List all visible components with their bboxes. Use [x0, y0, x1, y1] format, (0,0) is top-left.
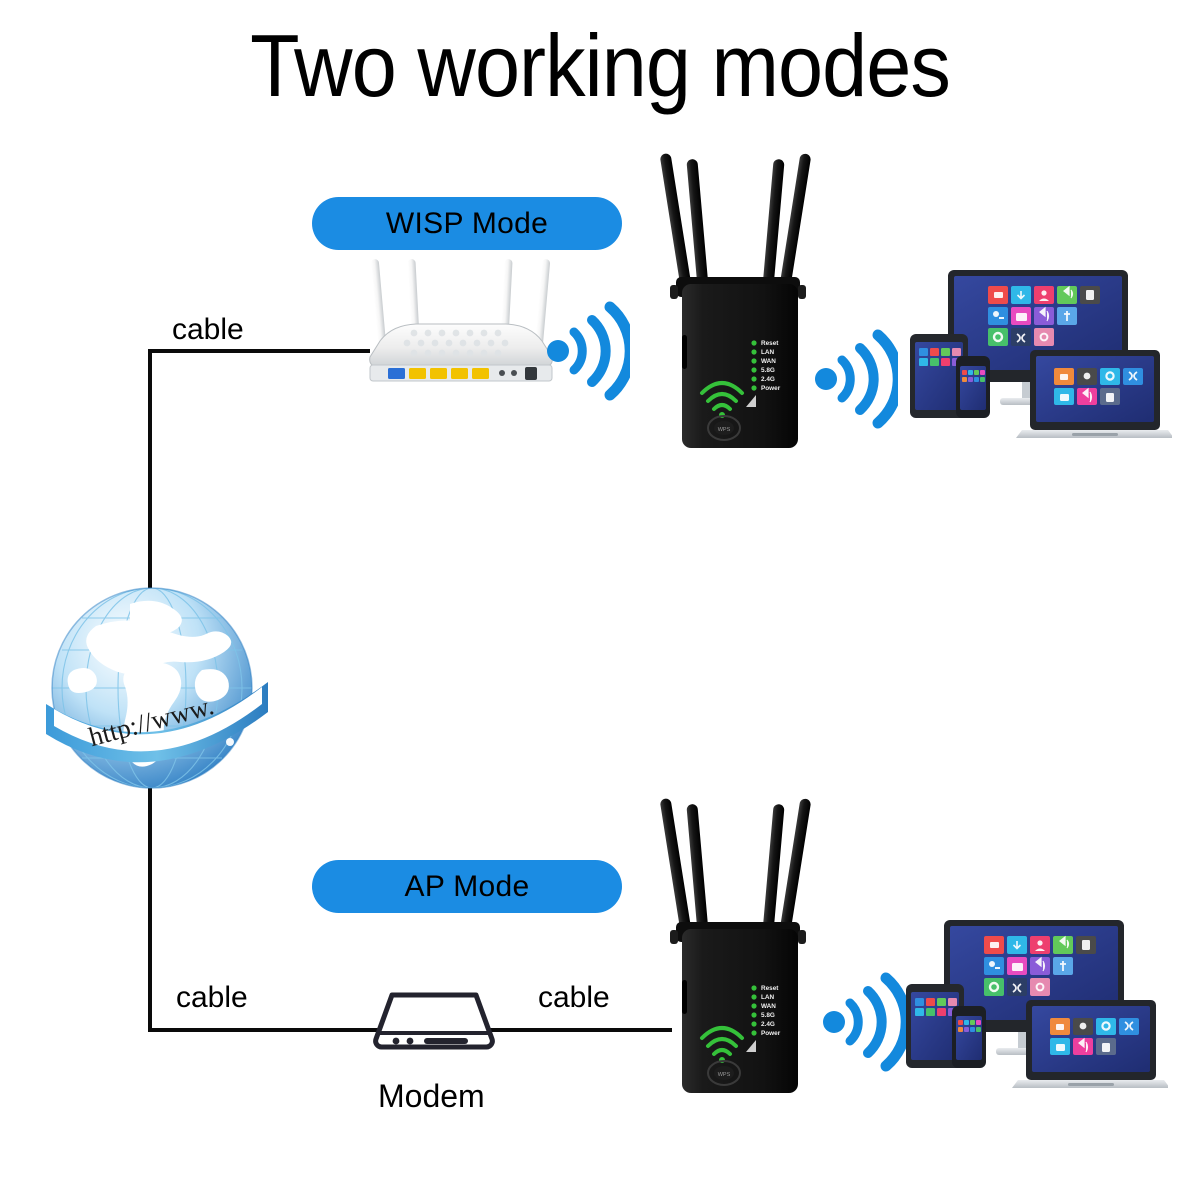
cable-label-ap-left: cable	[176, 981, 248, 1014]
extender-wps-button: WPS	[707, 1060, 741, 1086]
router-ports	[388, 367, 537, 380]
extender-antennas	[660, 153, 811, 289]
badge-wisp-mode-label: WISP Mode	[385, 206, 549, 240]
extender-wps-button: WPS	[707, 415, 741, 441]
wifi-router-icon	[369, 259, 553, 382]
svg-text:Reset: Reset	[761, 340, 779, 347]
cable-label-ap-right: cable	[538, 981, 610, 1014]
svg-text:2.4G: 2.4G	[761, 376, 775, 383]
cable-line-top	[148, 349, 370, 353]
badge-ap-mode[interactable]: AP Mode	[312, 860, 622, 913]
extender-antennas	[660, 798, 811, 934]
extender-led-panel: Reset LAN WAN 5.8G 2.4G Power	[751, 340, 781, 392]
svg-text:LAN: LAN	[761, 349, 775, 356]
svg-text:WPS: WPS	[718, 427, 731, 433]
modem-icon	[373, 992, 495, 1050]
modem-label: Modem	[378, 1078, 485, 1114]
svg-text:Reset: Reset	[761, 985, 779, 992]
device-cluster-ap	[906, 920, 1168, 1088]
svg-text:WPS: WPS	[718, 1072, 731, 1078]
extender-led-panel: Reset LAN WAN 5.8G 2.4G Power	[751, 985, 781, 1037]
svg-text:LAN: LAN	[761, 994, 775, 1001]
smartphone	[952, 1006, 986, 1068]
svg-text:2.4G: 2.4G	[761, 1021, 775, 1028]
wifi-extender-ap: Reset LAN WAN 5.8G 2.4G Power WPS	[660, 798, 811, 1093]
laptop	[1016, 350, 1172, 438]
page-title: Two working modes	[250, 16, 951, 115]
svg-text:Power: Power	[761, 385, 781, 392]
wifi-signal-icon-extender-to-devices-ap	[823, 972, 906, 1072]
svg-text:WAN: WAN	[761, 1003, 776, 1010]
extender-wifi-logo	[700, 381, 744, 411]
svg-text:5.8G: 5.8G	[761, 1012, 775, 1019]
tablet	[910, 334, 968, 418]
svg-text:Power: Power	[761, 1030, 781, 1037]
cable-label-wisp: cable	[172, 313, 244, 346]
svg-text:WAN: WAN	[761, 358, 776, 365]
device-cluster-wisp	[910, 270, 1172, 438]
laptop	[1012, 1000, 1168, 1088]
smartphone	[956, 356, 990, 418]
badge-wisp-mode[interactable]: WISP Mode	[312, 197, 622, 250]
wifi-extender-wisp: Reset LAN WAN 5.8G 2.4G Power WPS	[660, 153, 811, 448]
badge-ap-mode-label: AP Mode	[404, 869, 530, 903]
svg-text:5.8G: 5.8G	[761, 367, 775, 374]
wifi-signal-icon-router-to-extender	[547, 301, 630, 401]
wifi-signal-icon-extender-to-devices-wisp	[815, 329, 898, 429]
internet-globe-icon: http://www.	[46, 587, 268, 789]
tablet	[906, 984, 964, 1068]
extender-wifi-logo	[700, 1026, 744, 1056]
